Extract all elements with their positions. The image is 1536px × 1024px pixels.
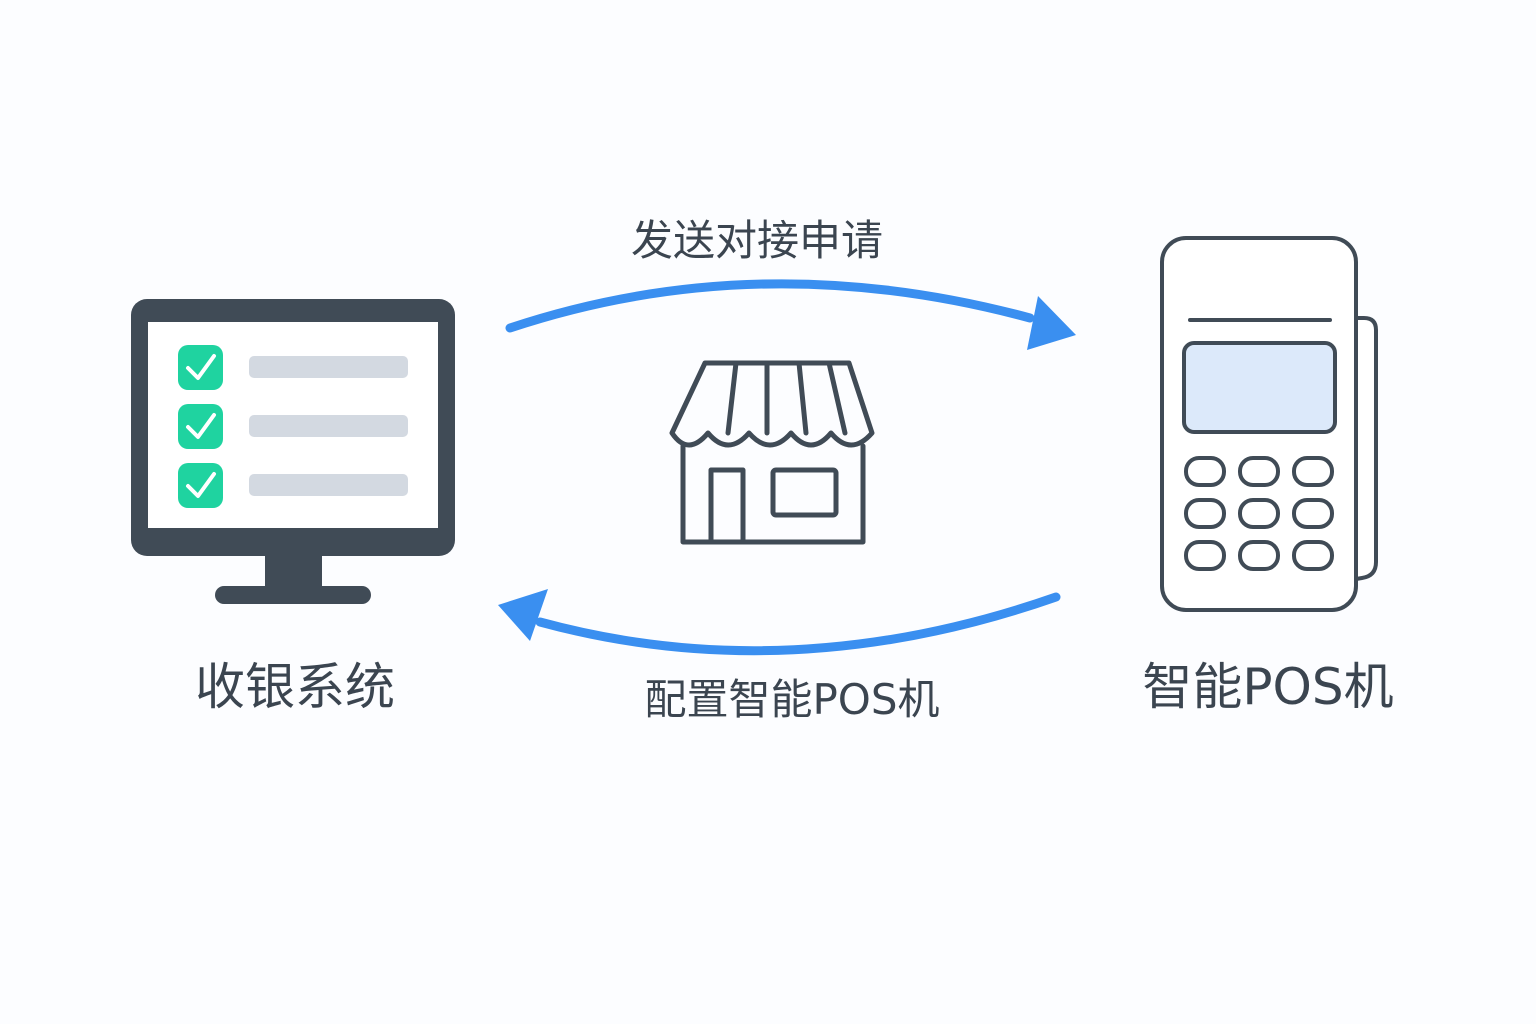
checklist-row: [178, 404, 408, 449]
monitor-checklist-icon: [131, 299, 455, 604]
pos-terminal-icon: [1160, 236, 1378, 612]
check-icon: [178, 345, 223, 390]
configure-pos-arrow: [498, 589, 1061, 656]
pos-screen: [1182, 341, 1337, 434]
pos-keypad: [1184, 456, 1334, 571]
storefront-icon: [669, 360, 875, 545]
smart-pos-label: 智能POS机: [1142, 658, 1393, 716]
cashier-system-label: 收银系统: [195, 658, 395, 716]
check-icon: [178, 463, 223, 508]
configure-pos-label: 配置智能POS机: [644, 675, 939, 724]
checklist-row: [178, 345, 408, 390]
checklist-row: [178, 463, 408, 508]
send-request-label: 发送对接申请: [631, 216, 883, 265]
send-request-arrow: [505, 279, 1076, 350]
check-icon: [178, 404, 223, 449]
